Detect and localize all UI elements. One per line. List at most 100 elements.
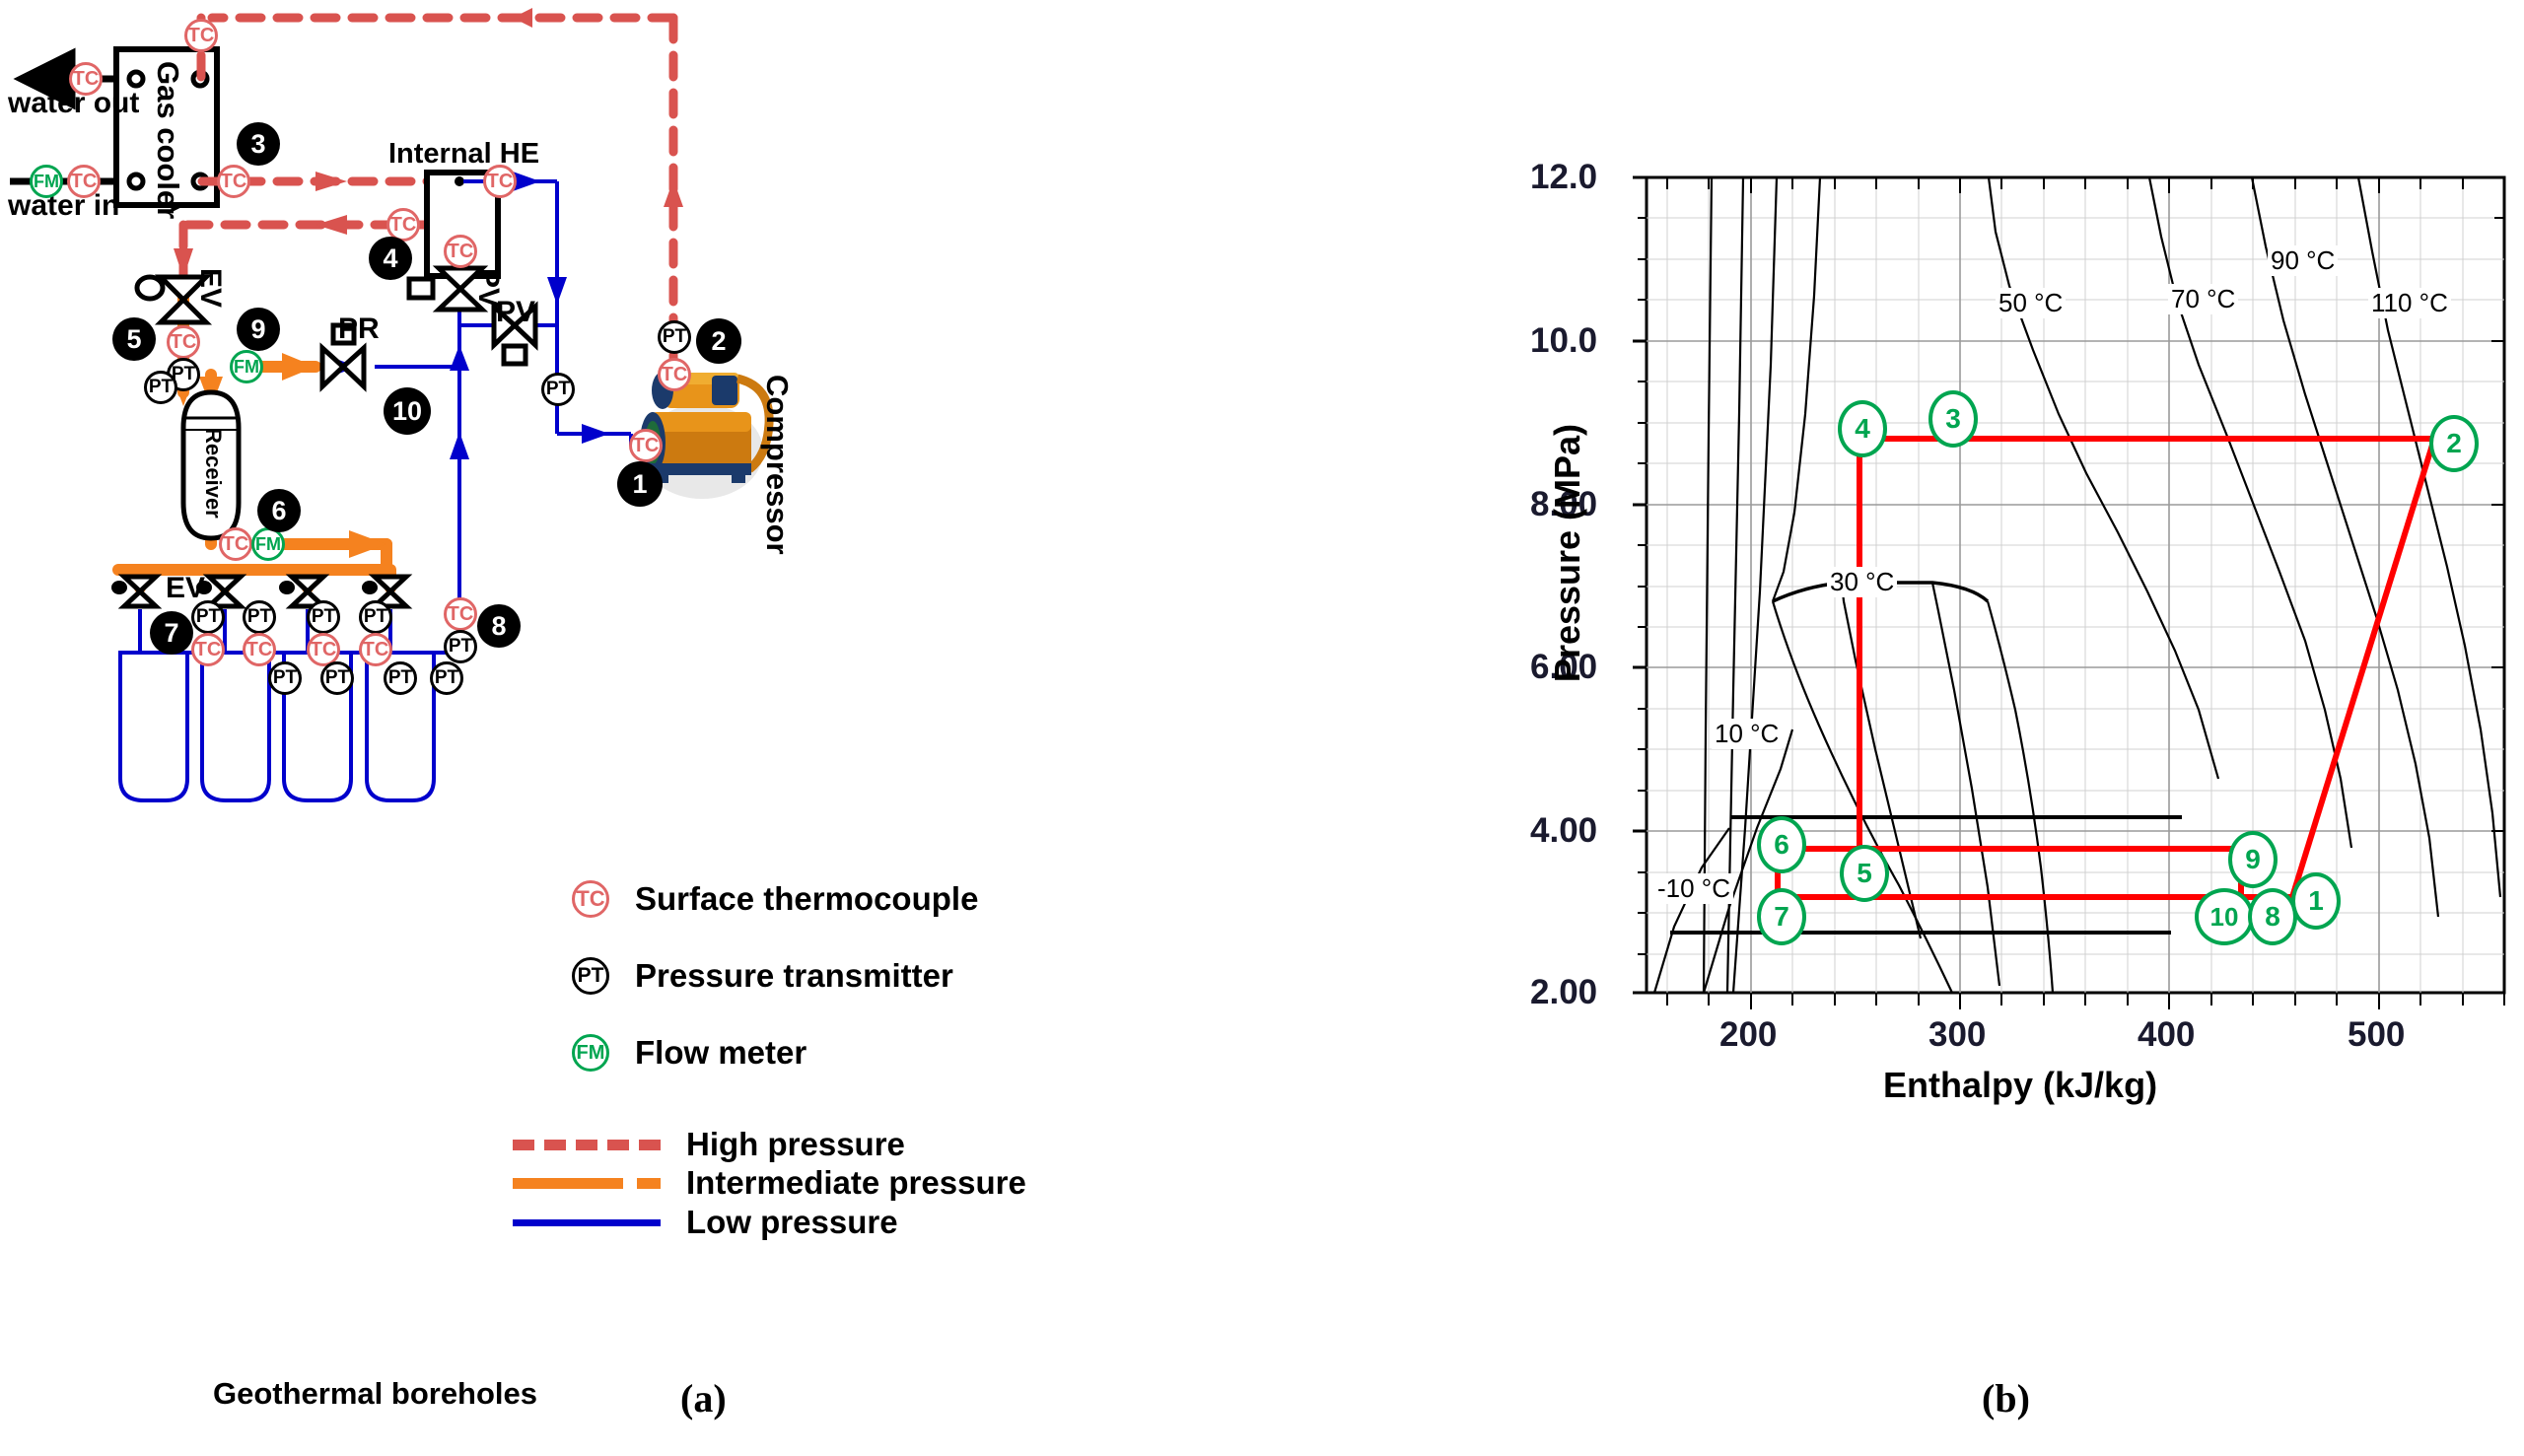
state-marker-2: 2: [696, 318, 741, 364]
legend-label-low-pressure: Low pressure: [686, 1204, 898, 1240]
pv-side-valve[interactable]: [491, 301, 538, 367]
tc-bubble-compressor-inlet: TC: [629, 429, 663, 462]
state-marker-6: 6: [257, 489, 301, 532]
pt-icon: PT: [572, 957, 609, 995]
cycle-point-10: 10: [2195, 888, 2254, 945]
pt-bubble-ev-out: PT: [167, 358, 200, 391]
isotherm-label-110: 110 °C: [2368, 288, 2451, 318]
legend-pressure-low: Low pressure: [513, 1204, 898, 1241]
ytick-8: 8.00: [1530, 485, 1598, 523]
state-marker-10: 10: [384, 387, 431, 435]
tc-bubble-bh4: TC: [359, 633, 392, 666]
ytick-10: 10.0: [1530, 321, 1598, 360]
tc-bubble-ev-out: TC: [167, 325, 200, 359]
gas-cooler-label: Gas cooler: [151, 61, 185, 220]
legend-label-tc: Surface thermocouple: [635, 880, 979, 917]
pt-bubble-bh-c: PT: [384, 661, 417, 695]
pt-bubble-ev4: PT: [359, 600, 392, 634]
fm-bubble-waterin: FM: [30, 165, 63, 198]
pt-bubble-receiver-top: PT: [144, 371, 177, 404]
fm-bubble-pr-inlet: FM: [230, 350, 263, 383]
tc-bubble-receiver-out: TC: [219, 527, 252, 561]
cycle-point-3: 3: [1928, 390, 1978, 448]
pt-bubble-ev1: PT: [191, 600, 225, 634]
state-marker-8: 8: [477, 604, 521, 648]
ytick-4: 4.00: [1530, 811, 1598, 850]
panel-b-caption: (b): [1982, 1376, 2030, 1421]
xtick-200: 200: [1719, 1015, 1778, 1054]
y-axis-title: Pressure (MPa): [1547, 423, 1587, 683]
tc-bubble-bh2: TC: [243, 633, 276, 666]
ev-main-valve[interactable]: [134, 274, 213, 325]
tc-icon: TC: [572, 880, 609, 918]
ph-chart: 12.0 10.0 8.00 6.00 4.00 2.00 200 300 40…: [1508, 138, 2524, 1124]
pt-bubble-bh-b: PT: [320, 661, 354, 695]
legend-instrument-fm: FM Flow meter: [572, 1034, 806, 1072]
ytick-2: 2.00: [1530, 973, 1598, 1011]
high-pressure-arrowheads: [174, 8, 683, 278]
isotherm-label-50: 50 °C: [1996, 288, 2067, 318]
water-out-label: water out: [8, 87, 140, 119]
receiver-vessel: [180, 389, 242, 541]
cycle-point-4: 4: [1838, 400, 1887, 457]
tc-bubble-discharge: TC: [658, 358, 691, 391]
geothermal-boreholes-label: Geothermal boreholes: [213, 1376, 538, 1411]
pv-top-valve[interactable]: [406, 265, 489, 312]
cycle-point-2: 2: [2429, 415, 2479, 472]
xtick-400: 400: [2138, 1015, 2196, 1054]
chart-svg: [1633, 175, 2506, 1009]
cycle-point-6: 6: [1757, 816, 1806, 873]
cycle-point-9: 9: [2228, 831, 2278, 888]
pr-valve[interactable]: [319, 322, 367, 392]
cycle-point-1: 1: [2291, 872, 2341, 930]
pt-bubble-suction-line: PT: [541, 373, 575, 406]
tc-bubble-waterin: TC: [67, 165, 101, 198]
state-marker-7: 7: [150, 611, 193, 655]
legend-pressure-high: High pressure: [513, 1126, 905, 1163]
legend-instrument-tc: TC Surface thermocouple: [572, 880, 978, 918]
ev-main-label: EV: [194, 268, 227, 309]
legend-label-pt: Pressure transmitter: [635, 957, 953, 994]
pv-top-label: PV: [472, 268, 505, 309]
legend-pressure-intermediate: Intermediate pressure: [513, 1164, 1026, 1202]
state-marker-5: 5: [112, 317, 156, 361]
pt-bubble-bh-a: PT: [268, 661, 302, 695]
ytick-12: 12.0: [1530, 158, 1598, 196]
ev-bank-label: EV: [166, 572, 206, 604]
fm-bubble-receiver-out: FM: [251, 527, 285, 561]
high-pressure-swatch: [513, 1139, 661, 1150]
legend-instrument-pt: PT Pressure transmitter: [572, 957, 953, 995]
pr-label: PR: [338, 312, 380, 345]
cycle-point-8: 8: [2248, 888, 2297, 945]
pt-bubble-ev2: PT: [243, 600, 276, 634]
cycle-point-5: 5: [1840, 845, 1889, 902]
legend-label-intermediate-pressure: Intermediate pressure: [686, 1164, 1026, 1201]
pt-bubble-discharge: PT: [658, 320, 691, 354]
isotherm-label-70: 70 °C: [2168, 284, 2239, 314]
state-marker-4: 4: [369, 237, 412, 280]
tc-bubble-gascooler-out: TC: [217, 165, 250, 198]
isotherm-label-10: 10 °C: [1712, 719, 1783, 749]
water-in-label: water in: [8, 189, 120, 222]
pt-bubble-bh-d: PT: [430, 661, 463, 695]
tc-bubble-bh3: TC: [307, 633, 340, 666]
fm-icon: FM: [572, 1034, 609, 1072]
ytick-6: 6.00: [1530, 648, 1598, 686]
xtick-300: 300: [1928, 1015, 1987, 1054]
tc-bubble-he-bottom-out: TC: [444, 235, 477, 268]
state-marker-1: 1: [617, 461, 663, 507]
x-axis-title: Enthalpy (kJ/kg): [1883, 1065, 2158, 1105]
legend-label-high-pressure: High pressure: [686, 1126, 905, 1162]
cycle-point-7: 7: [1757, 888, 1806, 945]
low-pressure-swatch: [513, 1218, 661, 1226]
isotherm-label-minus10: -10 °C: [1654, 873, 1733, 904]
tc-bubble-gascooler-top: TC: [184, 19, 218, 52]
legend-label-fm: Flow meter: [635, 1034, 807, 1071]
tc-bubble-waterout: TC: [69, 62, 103, 96]
state-marker-3: 3: [237, 122, 280, 166]
tc-bubble-bh1: TC: [191, 633, 225, 666]
xtick-500: 500: [2348, 1015, 2406, 1054]
tc-bubble-suction-header: TC: [444, 597, 477, 631]
tc-bubble-he-top-out: TC: [483, 165, 517, 198]
intermediate-pressure-swatch: [513, 1177, 661, 1189]
